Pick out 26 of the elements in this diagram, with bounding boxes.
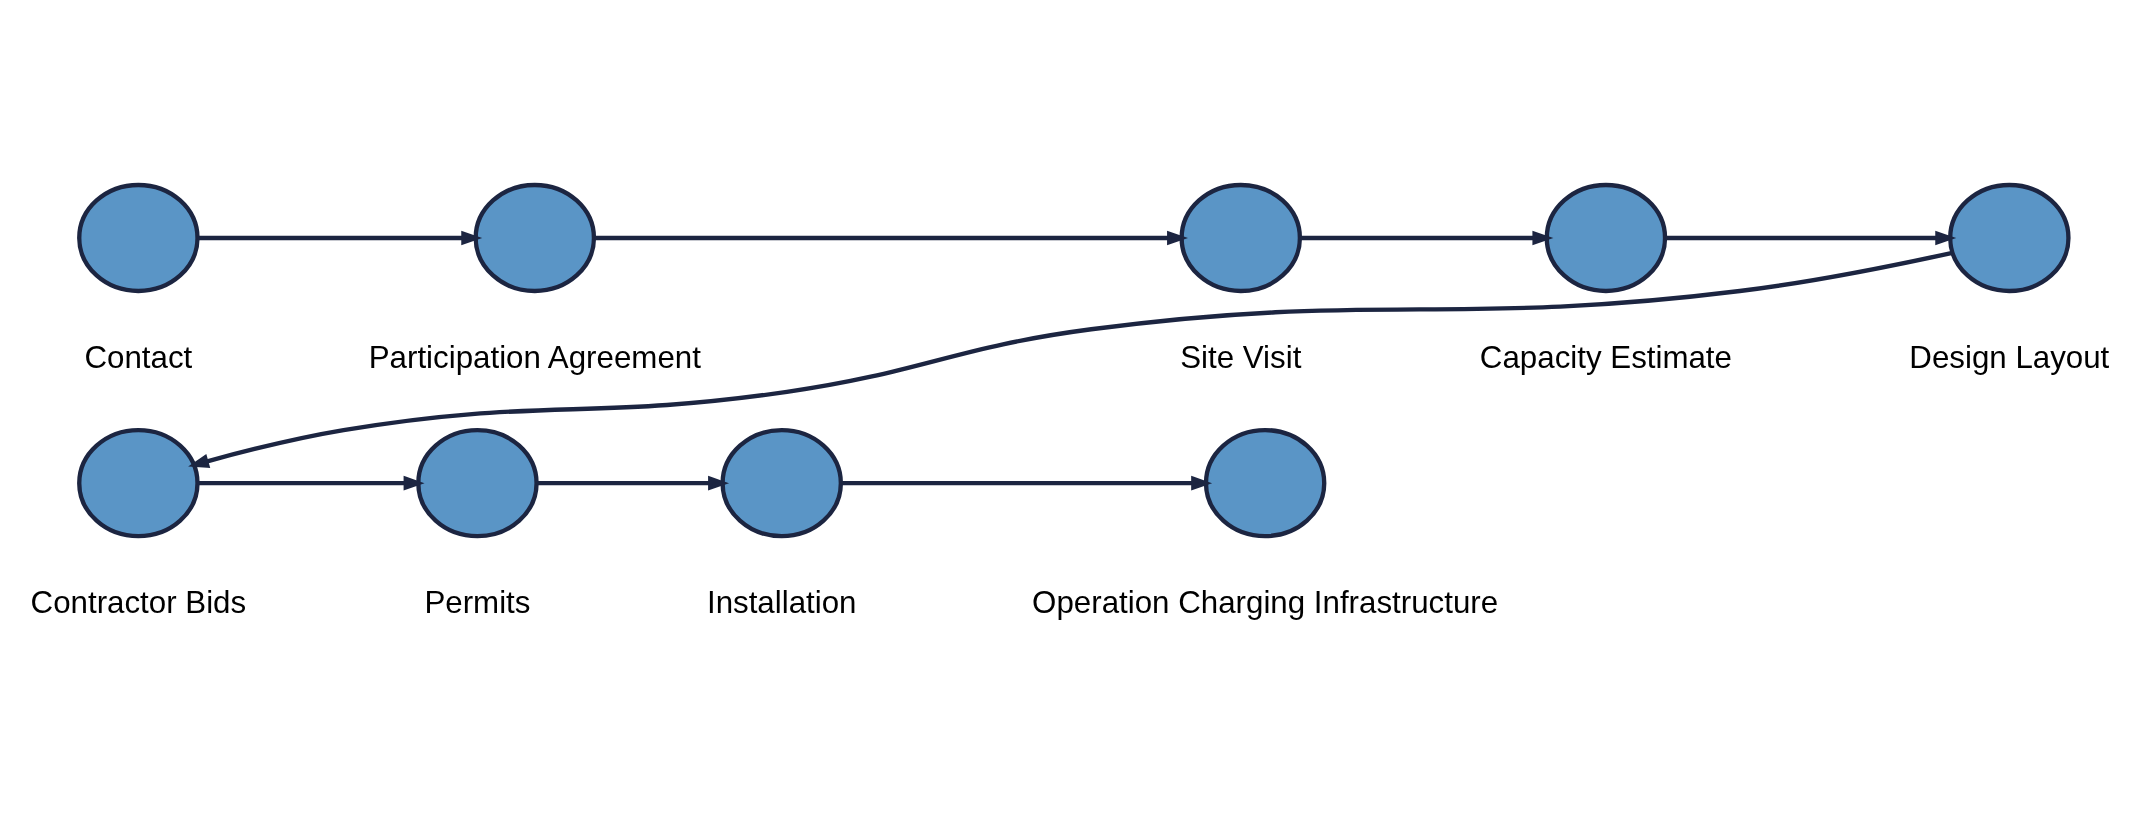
- node-label: Permits: [424, 585, 531, 621]
- node-circle: [77, 182, 200, 294]
- arrow: [594, 230, 1188, 246]
- node-circle: [1948, 182, 2071, 294]
- arrow: [841, 475, 1213, 491]
- node-label: Installation: [706, 585, 857, 621]
- node-circle: [473, 182, 597, 294]
- node-circle: [1179, 182, 1303, 294]
- node-circle: [720, 427, 844, 539]
- node-label: Participation Agreement: [368, 340, 701, 376]
- node-label: Operation Charging Infrastructure: [1032, 585, 1499, 621]
- node-label: Capacity Estimate: [1479, 340, 1732, 376]
- arrow: [1299, 230, 1554, 246]
- arrow: [188, 250, 1953, 469]
- node-label: Contractor Bids: [30, 585, 247, 621]
- arrow: [1665, 230, 1957, 246]
- node-label: Contact: [84, 340, 193, 376]
- node-circle: [77, 427, 200, 539]
- node-circle: [416, 427, 539, 539]
- node-circle: [1544, 182, 1668, 294]
- node-label: Site Visit: [1180, 340, 1302, 376]
- arrow: [198, 475, 425, 491]
- node-circle: [1203, 427, 1327, 539]
- arrow: [536, 475, 729, 491]
- node-label: Design Layout: [1909, 340, 2110, 376]
- arrow: [198, 230, 483, 246]
